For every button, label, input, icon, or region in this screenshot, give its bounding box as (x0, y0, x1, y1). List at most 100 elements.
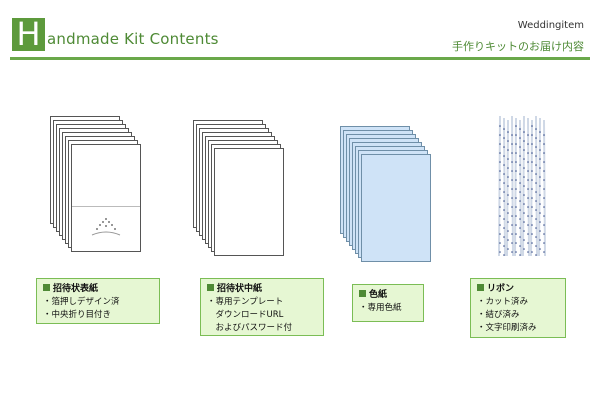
ribbon-print-dot (543, 179, 545, 181)
ribbon-print-dot (499, 197, 501, 199)
inner-paper-stack (193, 120, 293, 260)
ribbon-print-dot (515, 215, 517, 217)
ribbon-print-dot (511, 215, 513, 217)
ribbon-print-dot (507, 158, 509, 160)
ribbon-print-dot (539, 239, 541, 241)
ribbon-strand (503, 117, 506, 257)
ribbon-print-dot (511, 170, 513, 172)
ribbon-print-dot (535, 245, 537, 247)
ribbon-print-dot (511, 251, 513, 253)
ribbon-print-dot (531, 143, 533, 145)
ribbon-print-dot (515, 251, 517, 253)
ribbon-print-dot (535, 227, 537, 229)
ribbon-print-dot (531, 206, 533, 208)
ribbon-print-dot (507, 239, 509, 241)
label-title: 招待状表紙 (43, 283, 153, 296)
header-divider (10, 57, 590, 60)
ribbon-print-dot (519, 182, 521, 184)
ribbon-print-dot (531, 215, 533, 217)
ribbon-print-dot (511, 179, 513, 181)
brand-name: Weddingitem (517, 20, 584, 31)
ribbon-print-dot (535, 254, 537, 256)
ribbon-print-dot (511, 242, 513, 244)
ribbon-strand (506, 119, 509, 257)
ribbon-print-dot (523, 167, 525, 169)
ribbon-print-dot (531, 134, 533, 136)
ribbon-print-dot (519, 155, 521, 157)
ribbon-print-dot (535, 218, 537, 220)
ribbon-print-dot (515, 242, 517, 244)
ribbon-print-dot (515, 170, 517, 172)
ribbon-print-dot (543, 188, 545, 190)
ribbon-print-dot (523, 203, 525, 205)
ribbon-print-dot (515, 143, 517, 145)
ribbon-print-dot (531, 161, 533, 163)
ribbon-print-dot (519, 146, 521, 148)
ribbon-bundle-image (498, 115, 546, 257)
page-subtitle: 手作りキットのお届け内容 (452, 40, 584, 53)
ribbon-print-dot (499, 125, 501, 127)
ribbon-print-dot (511, 188, 513, 190)
ribbon-print-dot (511, 134, 513, 136)
ribbon-print-dot (543, 251, 545, 253)
label-box-inner: 招待状中紙 ・専用テンプレート ダウンロードURL およびパスワード付 (200, 278, 324, 336)
ribbon-print-dot (543, 161, 545, 163)
label-line: ・文字印刷済み (477, 323, 537, 333)
ribbon-print-dot (503, 218, 505, 220)
ribbon-print-dot (511, 161, 513, 163)
label-line: ・中央折り目付き (43, 310, 112, 320)
ribbon-print-dot (543, 143, 545, 145)
ribbon-print-dot (519, 209, 521, 211)
ribbon-print-dot (527, 143, 529, 145)
ribbon-print-dot (543, 215, 545, 217)
ribbon-print-dot (507, 185, 509, 187)
ribbon-strand (498, 115, 501, 257)
ribbon-print-dot (511, 197, 513, 199)
ribbon-print-dot (531, 251, 533, 253)
label-line: ・専用色紙 (359, 303, 402, 313)
ribbon-print-dot (519, 254, 521, 256)
ribbon-print-dot (531, 242, 533, 244)
ribbon-strand (514, 117, 517, 257)
ribbon-print-dot (535, 209, 537, 211)
ribbon-print-dot (543, 206, 545, 208)
ribbon-print-dot (531, 125, 533, 127)
ribbon-print-dot (527, 170, 529, 172)
ribbon-print-dot (539, 131, 541, 133)
ribbon-print-dot (523, 140, 525, 142)
ribbon-print-dot (519, 137, 521, 139)
ribbon-print-dot (503, 245, 505, 247)
ribbon-print-dot (539, 167, 541, 169)
ribbon-print-dot (535, 137, 537, 139)
ribbon-print-dot (527, 134, 529, 136)
ribbon-print-dot (507, 131, 509, 133)
ribbon-print-dot (523, 239, 525, 241)
ribbon-print-dot (527, 206, 529, 208)
ribbon-print-dot (527, 224, 529, 226)
label-title: リボン (477, 283, 559, 296)
ribbon-print-dot (519, 173, 521, 175)
ribbon-print-dot (535, 173, 537, 175)
ribbon-print-dot (531, 152, 533, 154)
ribbon-print-dot (503, 164, 505, 166)
ribbon-print-dot (515, 152, 517, 154)
ribbon-print-dot (543, 197, 545, 199)
ribbon-print-dot (527, 251, 529, 253)
ribbon-print-dot (507, 221, 509, 223)
ribbon-print-dot (535, 146, 537, 148)
ribbon-print-dot (507, 203, 509, 205)
ribbon-print-dot (503, 146, 505, 148)
ribbon-print-dot (539, 221, 541, 223)
ribbon-print-dot (499, 242, 501, 244)
ribbon-print-dot (535, 128, 537, 130)
ribbon-print-dot (503, 128, 505, 130)
ribbon-print-dot (539, 230, 541, 232)
label-box-colored-paper: 色紙 ・専用色紙 (352, 284, 424, 322)
ribbon-print-dot (511, 143, 513, 145)
ribbon-print-dot (503, 191, 505, 193)
ribbon-print-dot (507, 176, 509, 178)
ribbon-print-dot (507, 167, 509, 169)
ribbon-print-dot (535, 200, 537, 202)
ribbon-print-dot (535, 155, 537, 157)
ribbon-print-dot (539, 194, 541, 196)
